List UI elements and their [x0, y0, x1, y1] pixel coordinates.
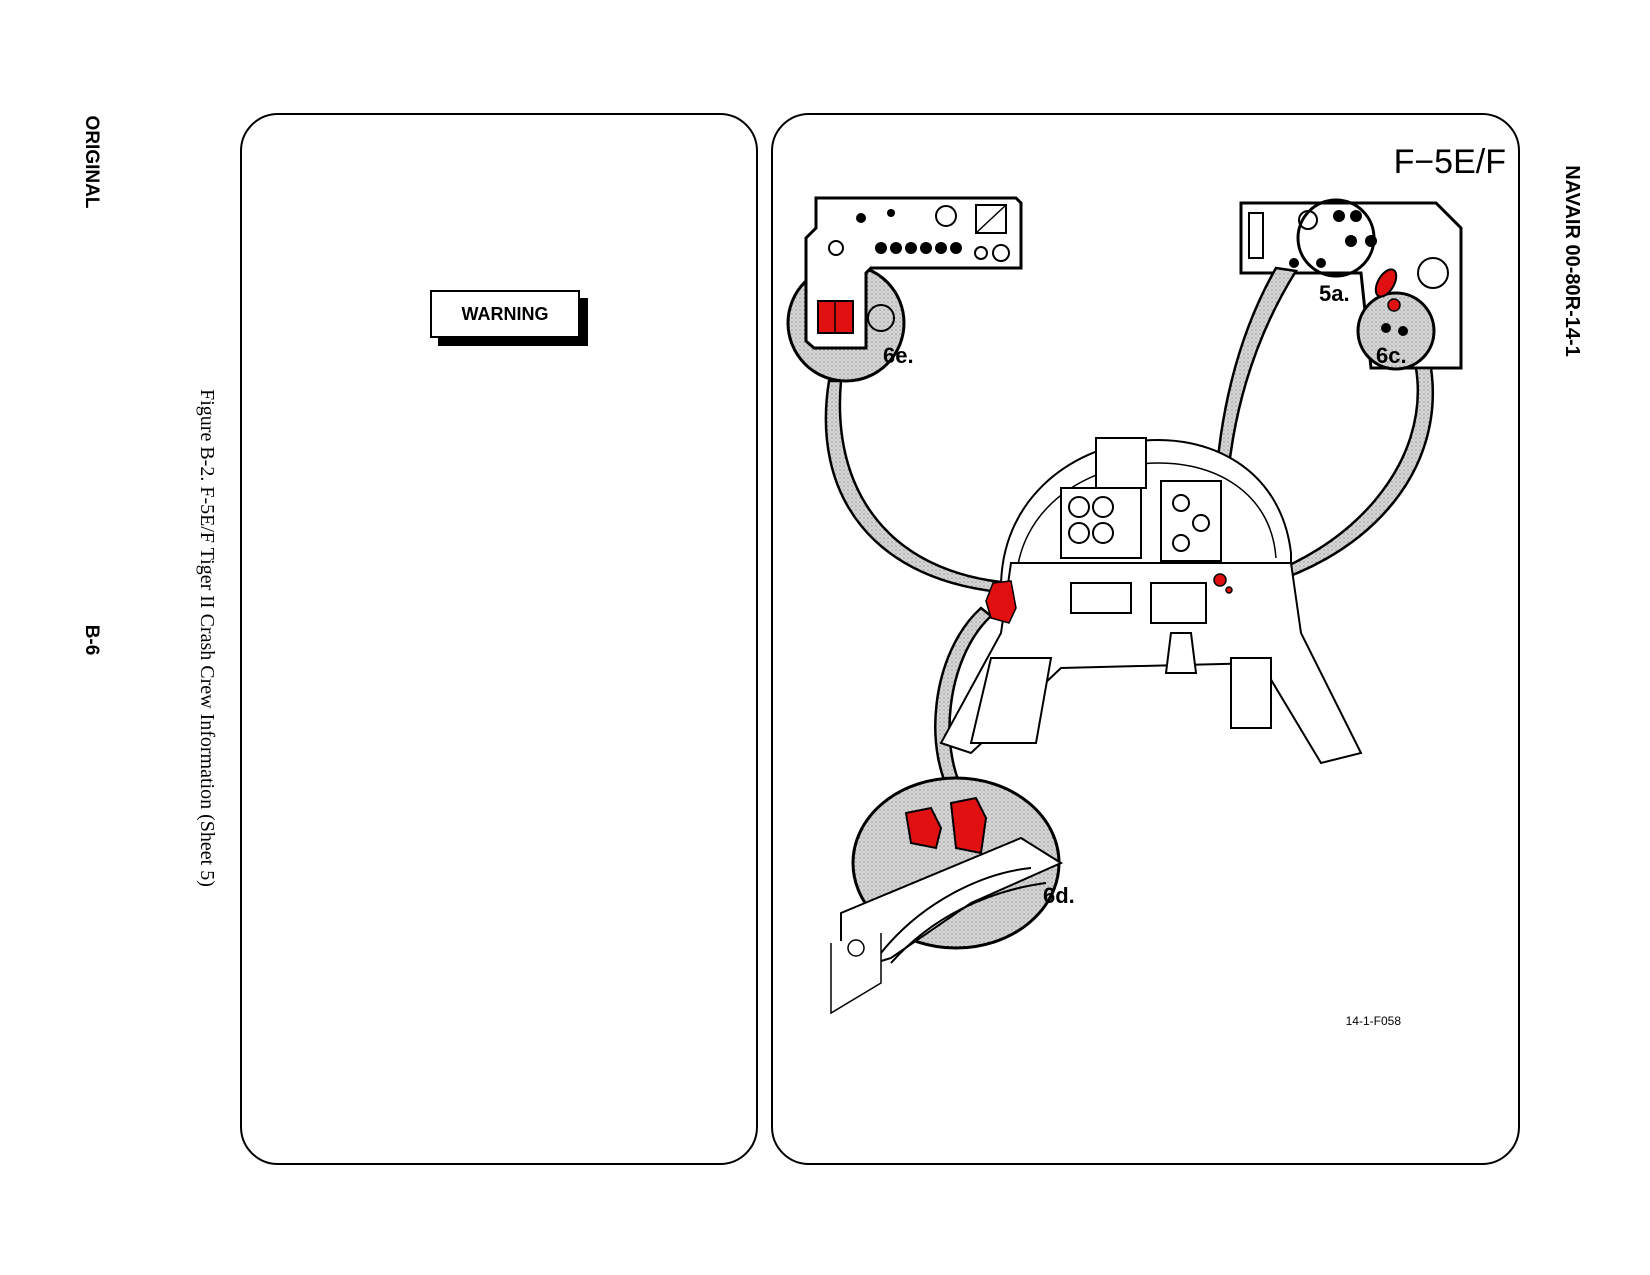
figure-caption: Figure B-2. F-5E/F Tiger II Crash Crew I…: [196, 389, 218, 887]
callout-5a: 5a.: [1319, 281, 1350, 306]
callout-6d: 6d.: [1043, 883, 1075, 908]
page-number: B-6: [81, 624, 102, 656]
left-console-panel: [786, 196, 1023, 383]
figure-id: 14-1-F058: [1346, 1014, 1402, 1028]
warning-panel: [240, 113, 758, 1165]
callout-6c: 6c.: [1376, 343, 1407, 368]
document-number: NAVAIR 00-80R-14-1: [1561, 165, 1583, 357]
highlight-marks: [985, 573, 1233, 624]
original-margin-label: ORIGINAL: [81, 115, 102, 209]
right-console-panel: [1239, 198, 1463, 371]
callout-6e: 6e.: [883, 343, 914, 368]
aircraft-title: F−5E/F: [1394, 143, 1506, 181]
cockpit-overview: [939, 437, 1363, 765]
cockpit-diagram: F−5E/F 6e. 5: [786, 143, 1506, 1028]
warning-box: WARNING: [430, 290, 580, 338]
throttle-detail: [830, 776, 1064, 1015]
